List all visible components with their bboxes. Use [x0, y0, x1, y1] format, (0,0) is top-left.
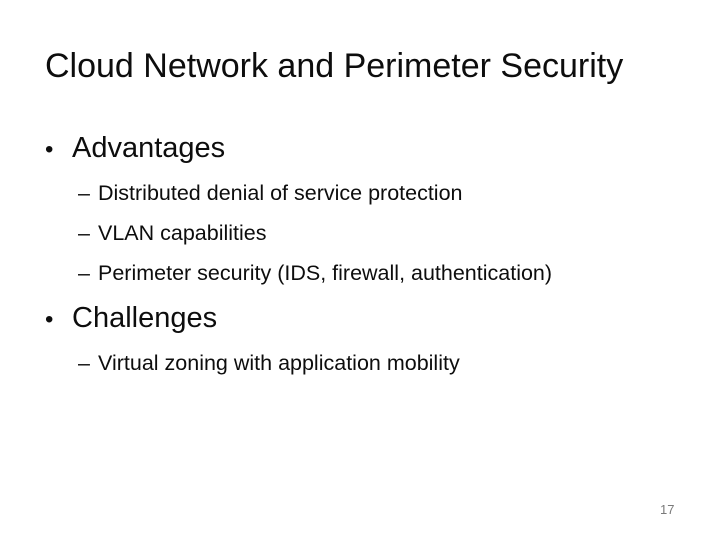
bullet-dot-icon: • — [45, 136, 54, 163]
slide-title: Cloud Network and Perimeter Security — [45, 47, 624, 85]
sub-bullet-label: Perimeter security (IDS, firewall, authe… — [98, 261, 553, 285]
sub-bullet-dash-icon: – — [78, 261, 90, 285]
sub-bullet-dash-icon: – — [78, 181, 90, 205]
bullet-label: Challenges — [72, 302, 218, 334]
bullet-list: •Advantages–Distributed denial of servic… — [45, 130, 700, 383]
sub-bullet-label: Distributed denial of service protection — [98, 181, 463, 205]
sub-bullet-item: –Distributed denial of service protectio… — [78, 173, 700, 213]
sub-bullet-dash-icon: – — [78, 221, 90, 245]
bullet-label: Advantages — [72, 132, 226, 164]
bullet-dot-icon: • — [45, 306, 54, 333]
sub-bullet-item: –Perimeter security (IDS, firewall, auth… — [78, 253, 700, 293]
sub-bullet-label: VLAN capabilities — [98, 221, 267, 245]
bullet-item: • Challenges — [45, 300, 700, 338]
sub-bullet-dash-icon: – — [78, 351, 90, 375]
sub-bullet-item: –Virtual zoning with application mobilit… — [78, 343, 700, 383]
bullet-item: • Advantages — [45, 130, 700, 168]
sub-bullet-label: Virtual zoning with application mobility — [98, 351, 460, 375]
sub-bullet-item: –VLAN capabilities — [78, 213, 700, 253]
page-number-label: 17 — [660, 502, 675, 517]
